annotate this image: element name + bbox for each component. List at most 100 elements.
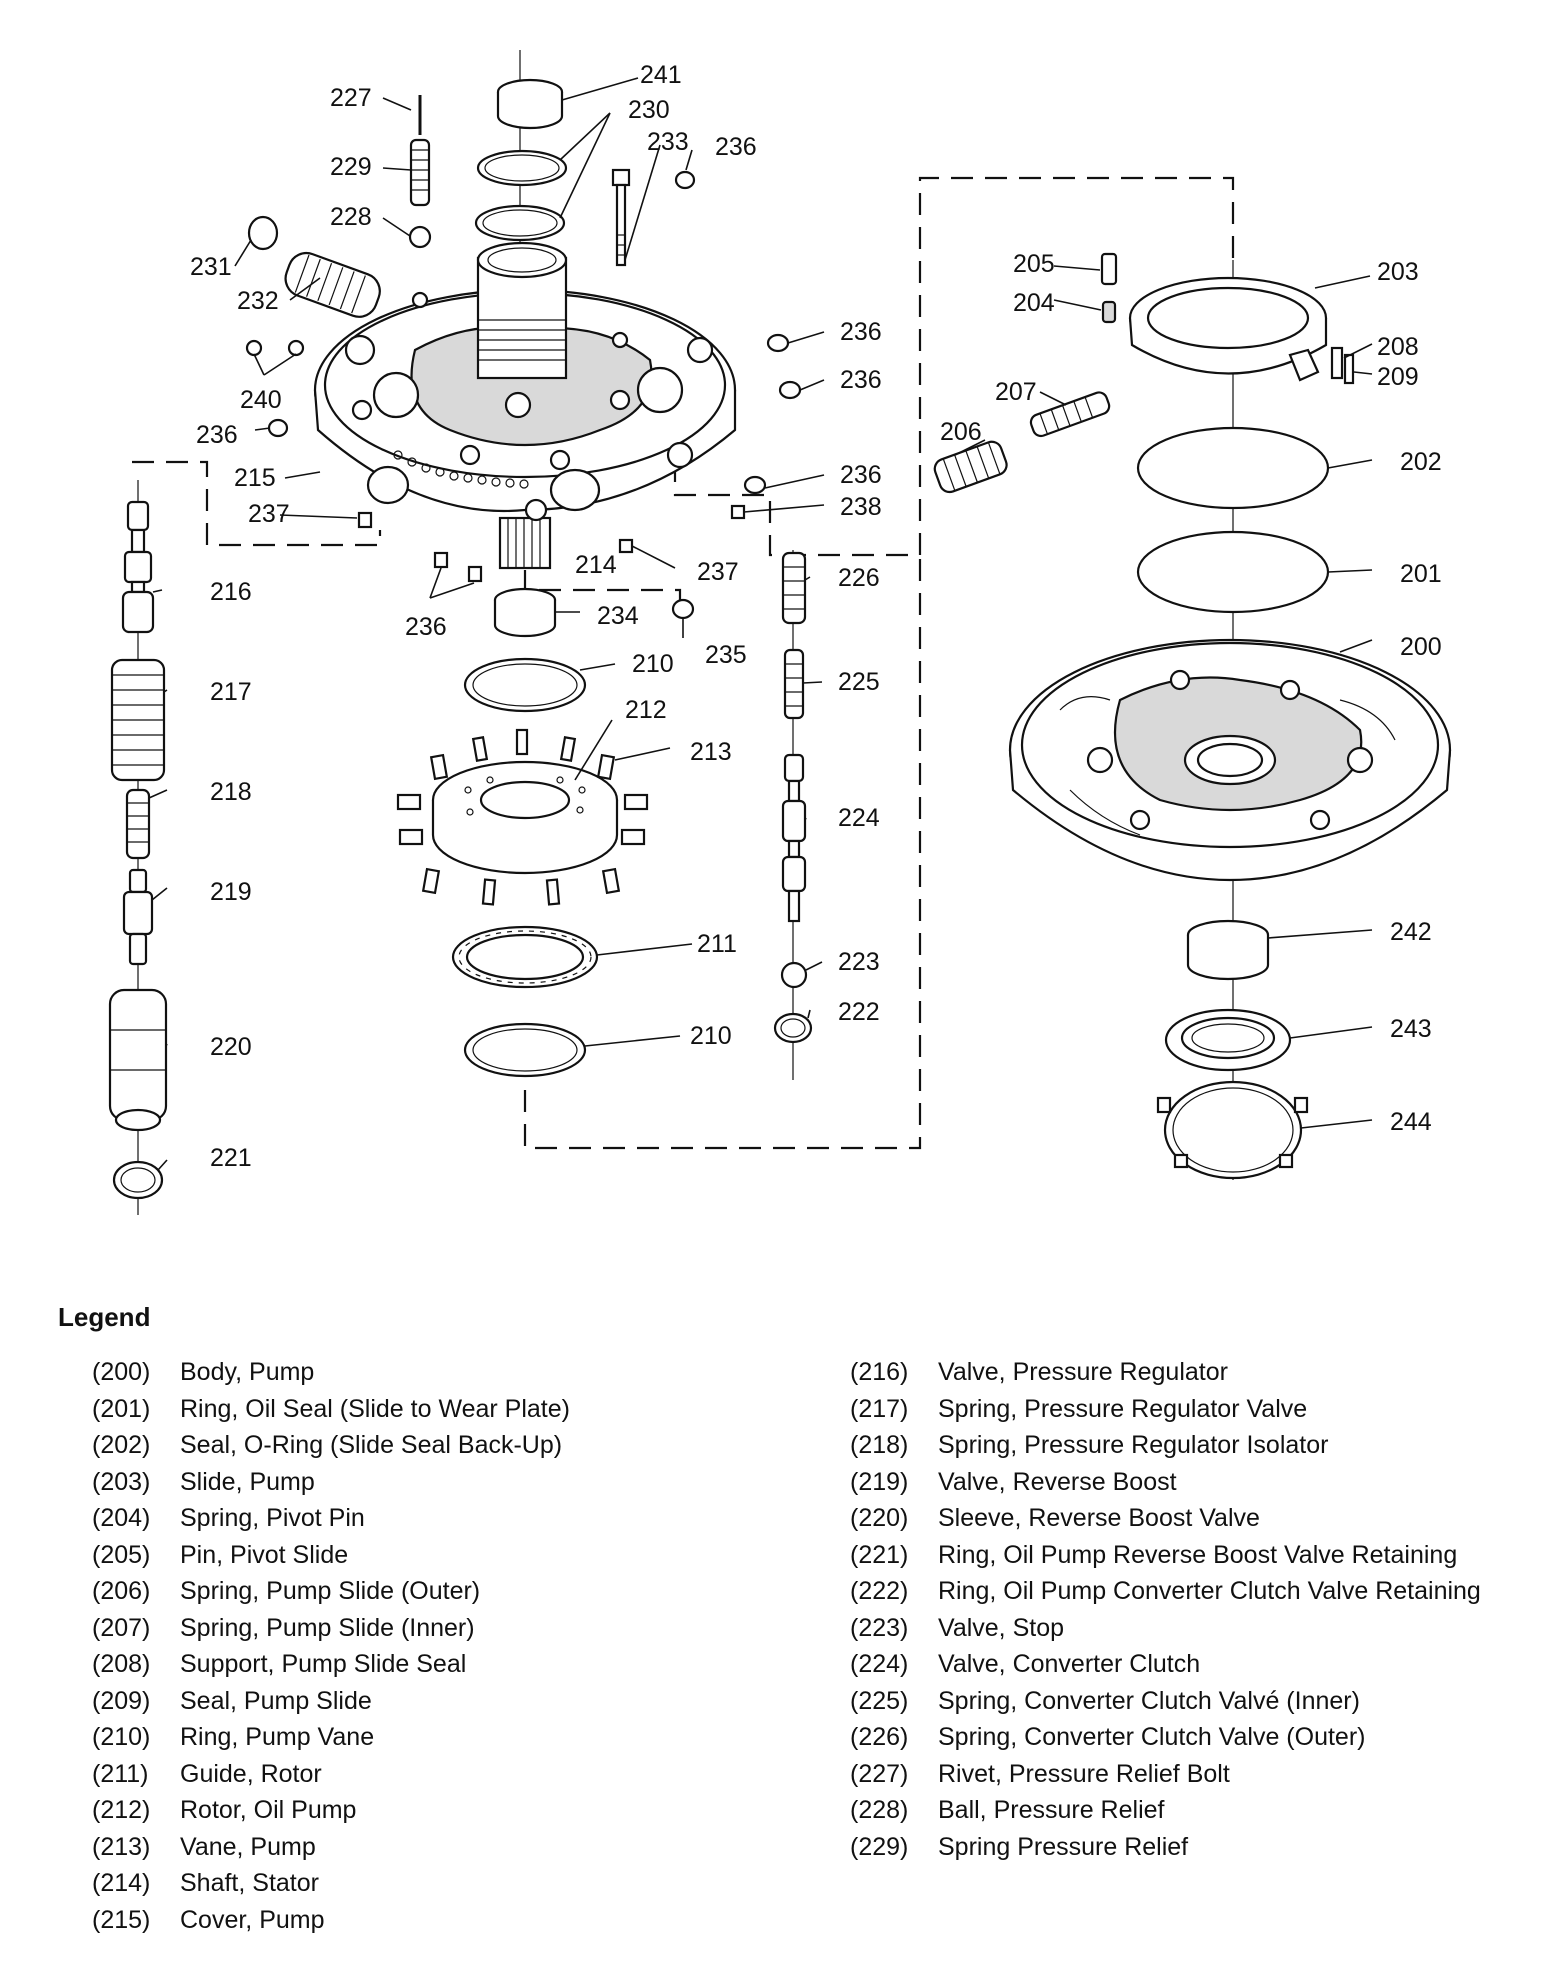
pump-body-200 bbox=[1008, 638, 1452, 882]
legend-item: (201)Ring, Oil Seal (Slide to Wear Plate… bbox=[92, 1391, 792, 1428]
legend-item: (228)Ball, Pressure Relief bbox=[850, 1792, 1550, 1829]
legend-number: (229) bbox=[850, 1832, 909, 1861]
legend-description: Spring, Pump Slide (Inner) bbox=[180, 1613, 475, 1642]
seal-243 bbox=[1164, 1008, 1292, 1072]
seal-ring-230-upper bbox=[476, 149, 568, 187]
legend-number: (212) bbox=[92, 1796, 151, 1824]
legend-number: (207) bbox=[92, 1613, 151, 1642]
legend-number: (202) bbox=[92, 1431, 151, 1459]
legend-description: Spring, Converter Clutch Valvé (Inner) bbox=[938, 1686, 1360, 1715]
legend-description: Vane, Pump bbox=[180, 1832, 316, 1861]
legend-description: Valve, Pressure Regulator bbox=[938, 1358, 1228, 1386]
legend-description: Rivet, Pressure Relief Bolt bbox=[938, 1759, 1230, 1788]
legend-number: (206) bbox=[92, 1577, 151, 1605]
callout-241: 241 bbox=[640, 61, 682, 89]
legend-description: Ring, Oil Pump Converter Clutch Valve Re… bbox=[938, 1577, 1481, 1605]
callout-238: 238 bbox=[840, 493, 882, 521]
oil-seal-ring-201 bbox=[1136, 530, 1330, 614]
callout-208: 208 bbox=[1377, 333, 1419, 361]
legend-description: Shaft, Stator bbox=[180, 1869, 319, 1897]
legend-description: Slide, Pump bbox=[180, 1467, 315, 1496]
filter-232 bbox=[284, 251, 381, 318]
legend-number: (213) bbox=[92, 1832, 151, 1861]
legend-item: (210) Ring, Pump Vane bbox=[92, 1719, 792, 1756]
o-ring-seal-202 bbox=[1136, 426, 1330, 510]
callout-231: 231 bbox=[190, 253, 232, 281]
callout-205: 205 bbox=[1013, 250, 1055, 278]
legend-description: Seal, O-Ring (Slide Seal Back-Up) bbox=[180, 1431, 563, 1459]
callout-244: 244 bbox=[1390, 1108, 1432, 1136]
slide-seal-support-208 bbox=[1330, 346, 1344, 380]
pump-slide-203 bbox=[1128, 276, 1328, 382]
callout-234: 234 bbox=[597, 602, 639, 630]
callout-233: 233 bbox=[647, 128, 689, 156]
legend-item: (212)Rotor, Oil Pump bbox=[92, 1792, 792, 1829]
callout-215: 215 bbox=[234, 464, 276, 492]
legend-number: (214) bbox=[92, 1869, 151, 1897]
legend-number: (208) bbox=[92, 1650, 151, 1678]
legend-description: Seal, Pump Slide bbox=[180, 1686, 372, 1715]
legend-number: (225) bbox=[850, 1686, 909, 1715]
legend-description: Ball, Pressure Relief bbox=[938, 1796, 1165, 1824]
callout-211: 211 bbox=[697, 930, 737, 958]
vane-ring-210-upper bbox=[463, 657, 587, 713]
legend-item: (207) Spring, Pump Slide (Inner) bbox=[92, 1610, 792, 1647]
pressure-regulator-spring-217 bbox=[110, 658, 166, 782]
converter-clutch-valve-224 bbox=[781, 753, 807, 923]
callout-labels: 241 230 227 233 236 229 228 231 232 240 … bbox=[190, 61, 1442, 1172]
legend-description: Spring, Pressure Regulator Isolator bbox=[938, 1431, 1329, 1459]
assembly-path-center bbox=[523, 570, 682, 600]
legend-number: (201) bbox=[92, 1394, 151, 1423]
assembly-path-left bbox=[132, 460, 382, 547]
retaining-ring-221 bbox=[112, 1160, 164, 1200]
legend-item: (218) Spring, Pressure Regulator Isolator bbox=[850, 1427, 1550, 1464]
legend-number: (226) bbox=[850, 1723, 909, 1751]
assembly-path-bottom bbox=[523, 555, 922, 1150]
legend-number: (218) bbox=[850, 1431, 909, 1459]
legend-number: (215) bbox=[92, 1905, 151, 1934]
callout-236: 236 bbox=[840, 461, 882, 489]
isolator-spring-218 bbox=[125, 788, 151, 860]
callout-213: 213 bbox=[690, 738, 732, 766]
seal-ring-230-lower bbox=[474, 204, 566, 242]
legend-description: Spring Pressure Relief bbox=[938, 1832, 1189, 1861]
callout-222: 222 bbox=[838, 998, 880, 1026]
callout-235: 235 bbox=[705, 641, 747, 669]
legend-number: (219) bbox=[850, 1467, 909, 1496]
callout-236: 236 bbox=[715, 133, 757, 161]
legend-number: (224) bbox=[850, 1650, 909, 1678]
legend-number: (203) bbox=[92, 1467, 151, 1496]
callout-221: 221 bbox=[210, 1144, 252, 1172]
legend-description: Guide, Rotor bbox=[180, 1759, 322, 1788]
reverse-boost-valve-219 bbox=[122, 868, 154, 966]
legend-description: Support, Pump Slide Seal bbox=[180, 1650, 467, 1678]
pump-cover-215 bbox=[313, 241, 737, 570]
legend-item: (220)Sleeve, Reverse Boost Valve bbox=[850, 1500, 1550, 1537]
callout-200: 200 bbox=[1400, 633, 1442, 661]
legend-item: (202) Seal, O-Ring (Slide Seal Back-Up) bbox=[92, 1427, 792, 1464]
legend-number: (222) bbox=[850, 1577, 909, 1605]
callout-202: 202 bbox=[1400, 448, 1442, 476]
callout-226: 226 bbox=[838, 564, 880, 592]
legend-description: Ring, Pump Vane bbox=[180, 1723, 375, 1751]
legend-item: (227)Rivet, Pressure Relief Bolt bbox=[850, 1756, 1550, 1793]
legend-number: (204) bbox=[92, 1504, 151, 1532]
legend-item: (229) Spring Pressure Relief bbox=[850, 1829, 1550, 1866]
callout-236: 236 bbox=[840, 366, 882, 394]
legend-number: (211) bbox=[92, 1759, 149, 1788]
pivot-pin-205 bbox=[1100, 252, 1118, 286]
legend-number: (221) bbox=[850, 1540, 909, 1569]
legend-description: Ring, Oil Pump Reverse Boost Valve Retai… bbox=[938, 1540, 1458, 1569]
reverse-boost-sleeve-220 bbox=[108, 988, 168, 1132]
legend-number: (200) bbox=[92, 1358, 151, 1386]
vane-ring-210-lower bbox=[463, 1022, 587, 1078]
plugs bbox=[245, 170, 802, 620]
legend-number: (217) bbox=[850, 1394, 909, 1423]
legend-item: (222) Ring, Oil Pump Converter Clutch Val… bbox=[850, 1573, 1550, 1610]
retainer-244 bbox=[1156, 1080, 1309, 1180]
callout-210: 210 bbox=[690, 1022, 732, 1050]
legend-description: Sleeve, Reverse Boost Valve bbox=[938, 1504, 1260, 1532]
legend-number: (210) bbox=[92, 1723, 151, 1751]
legend-description: Spring, Pressure Regulator Valve bbox=[938, 1394, 1308, 1423]
legend-number: (205) bbox=[92, 1540, 151, 1569]
